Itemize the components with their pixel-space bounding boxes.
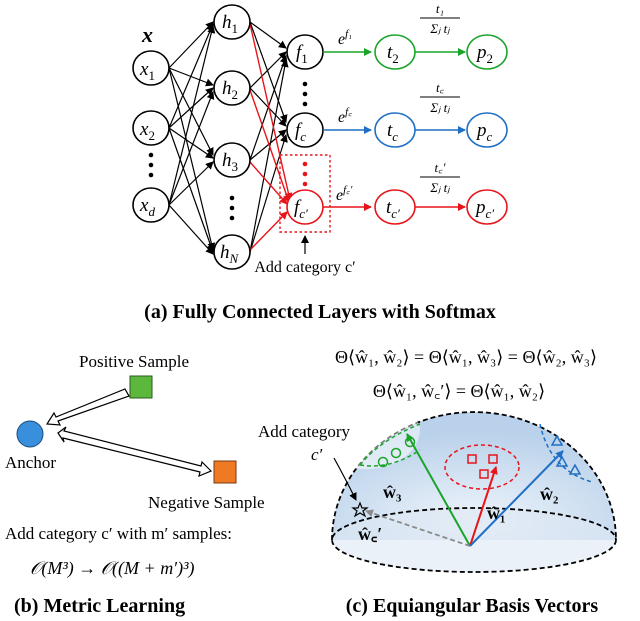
cluster-red (444, 444, 520, 490)
input-node: x2 (132, 110, 170, 146)
new-category-star (351, 501, 369, 518)
c-prime-label: c′ (311, 445, 323, 464)
negative-sample-label: Negative Sample (148, 493, 265, 512)
complexity-formula: 𝒪(M³) → 𝒪((M + m′)³) (30, 558, 195, 579)
svg-text:t꜀: t꜀ (436, 80, 445, 95)
x-vector-label: x (141, 22, 153, 47)
svg-text:hN: hN (220, 242, 240, 266)
w2-label: ŵ₂ (540, 484, 558, 504)
anchor-label: Anchor (5, 453, 56, 472)
add-category-label-c: Add category (258, 422, 351, 441)
softmax-row-1: ef₁ t2 t₁ Σⱼ tⱼ p2 (323, 1, 508, 70)
hidden-node: h1 (213, 4, 251, 40)
logit-node: fc (286, 112, 324, 148)
svg-text:xd: xd (139, 195, 155, 219)
negative-sample-square (213, 460, 237, 484)
svg-text:pc: pc (475, 120, 493, 144)
input-node: xd (132, 187, 170, 223)
caption-a: (a) Fully Connected Layers with Softmax (144, 301, 496, 323)
input-dots (148, 152, 154, 178)
svg-text:f1: f1 (296, 42, 308, 66)
negative-push-arrow (57, 426, 213, 478)
hidden-dots (229, 195, 235, 221)
svg-text:ef₁: ef₁ (338, 28, 352, 48)
hemisphere-base (332, 508, 616, 572)
svg-text:x2: x2 (139, 119, 155, 143)
svg-text:h3: h3 (222, 150, 238, 174)
caption-b: (b) Metric Learning (14, 595, 185, 617)
svg-text:ef꜀′: ef꜀′ (336, 184, 353, 204)
positive-sample-square (129, 375, 153, 399)
logit-dots (302, 81, 308, 107)
positive-pull-arrow (45, 388, 130, 426)
panel-a: x x1 x2 xd h1 h2 h3 (132, 1, 508, 323)
caption-c: (c) Equiangular Basis Vectors (346, 595, 599, 617)
svg-text:fc′: fc′ (294, 197, 308, 221)
equation-1: Θ⟨ŵ₁, ŵ₂⟩ = Θ⟨ŵ₁, ŵ₃⟩ = Θ⟨ŵ₂, ŵ₃⟩ (335, 347, 597, 367)
new-logit-dots (302, 161, 308, 187)
panel-b: Positive Sample Anchor Negative Sample A… (5, 352, 265, 617)
hemisphere-outline (331, 411, 617, 541)
cluster-green (352, 421, 421, 470)
vector-w3 (406, 433, 471, 547)
softmax-row-c-prime: ef꜀′ tc′ t꜀′ Σⱼ tⱼ pc′ (323, 160, 508, 225)
logit-node: f1 (286, 34, 324, 70)
svg-text:Σⱼ tⱼ: Σⱼ tⱼ (429, 100, 450, 115)
panel-c: Θ⟨ŵ₁, ŵ₂⟩ = Θ⟨ŵ₁, ŵ₃⟩ = Θ⟨ŵ₂, ŵ₃⟩ Θ⟨ŵ₁, … (258, 347, 617, 617)
new-logit-node: fc′ (286, 189, 324, 225)
svg-text:h1: h1 (222, 12, 238, 36)
add-category-label: Add category c′ (254, 259, 355, 276)
equation-2: Θ⟨ŵ₁, ŵ꜀′⟩ = Θ⟨ŵ₁, ŵ₂⟩ (373, 381, 545, 401)
svg-text:Σⱼ tⱼ: Σⱼ tⱼ (429, 180, 450, 195)
w3-label: ŵ₃ (383, 482, 402, 502)
input-node: x1 (132, 50, 170, 86)
svg-text:Σⱼ tⱼ: Σⱼ tⱼ (429, 21, 450, 36)
svg-text:pc′: pc′ (474, 197, 494, 221)
input-hidden-edges (168, 21, 289, 255)
positive-sample-label: Positive Sample (79, 352, 189, 371)
cluster-blue (539, 423, 593, 483)
hidden-node: h2 (213, 70, 251, 106)
add-category-samples: Add category c′ with m′ samples: (5, 524, 232, 543)
hemisphere-base-outline (331, 507, 617, 573)
svg-text:t2: t2 (387, 42, 399, 66)
w1-label: ŵ₁ (487, 503, 505, 523)
vector-w2 (469, 450, 564, 547)
new-category-box (279, 154, 331, 233)
hidden-node: h3 (213, 142, 251, 178)
svg-text:ef꜀: ef꜀ (338, 106, 352, 126)
svg-text:x1: x1 (139, 59, 155, 83)
add-category-pointer (333, 457, 357, 501)
svg-text:fc: fc (295, 120, 306, 144)
hidden-node: hN (213, 234, 251, 270)
vector-wc-prime (365, 509, 471, 547)
new-category-edges (249, 23, 293, 251)
vector-w1 (469, 466, 498, 547)
wc-prime-label: ŵ꜀′ (358, 524, 382, 544)
svg-text:h2: h2 (222, 78, 238, 102)
svg-text:tc′: tc′ (386, 197, 400, 221)
svg-text:t꜀′: t꜀′ (435, 160, 446, 175)
anchor-circle (16, 420, 44, 448)
softmax-row-c: ef꜀ tc t꜀ Σⱼ tⱼ pc (323, 80, 508, 148)
svg-text:t₁: t₁ (436, 1, 444, 16)
svg-text:p2: p2 (475, 42, 493, 66)
svg-text:tc: tc (387, 120, 398, 144)
